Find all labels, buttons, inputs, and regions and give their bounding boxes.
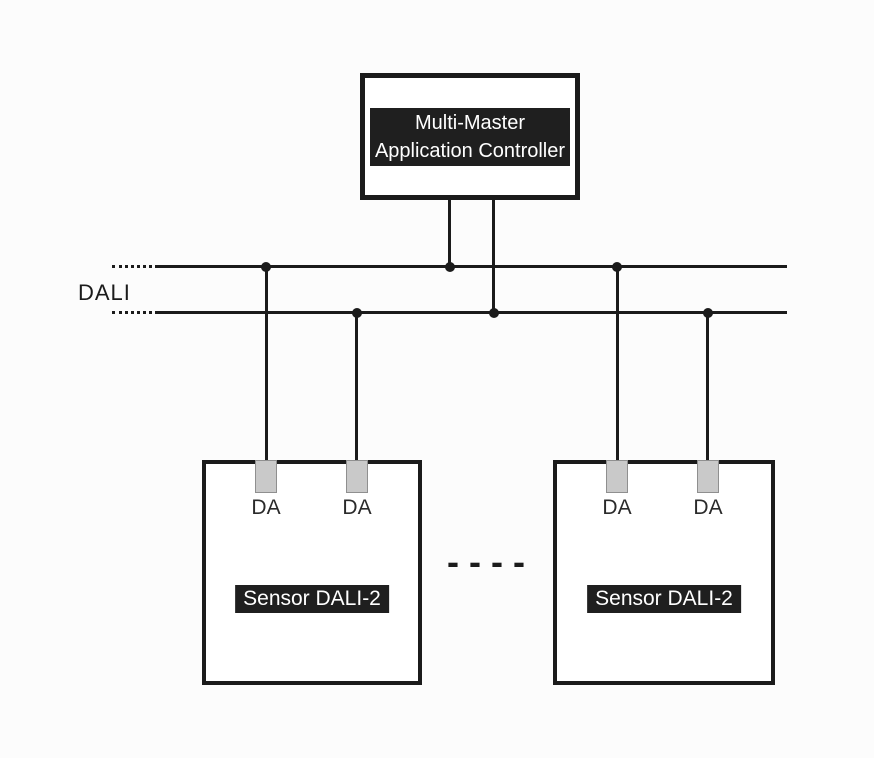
drop-wire-sensor2-terminal2	[706, 312, 709, 463]
bus-top-wire	[157, 265, 787, 268]
controller-box: Multi-Master Application Controller	[360, 73, 580, 200]
sensor1-terminal2: DA	[342, 460, 372, 519]
sensor2-label: Sensor DALI-2	[587, 585, 741, 613]
sensor1-terminal2-pad	[346, 460, 368, 493]
continuation-dashes: - - - -	[447, 541, 525, 582]
sensor2-terminal1-pad	[606, 460, 628, 493]
sensor1-terminal2-label: DA	[342, 496, 372, 519]
controller-wire-to-bottom-bus	[492, 200, 495, 314]
drop-wire-sensor1-terminal2	[355, 312, 358, 463]
bus-bottom-wire-dotted-continuation	[112, 311, 158, 314]
sensor2-terminal2: DA	[693, 460, 723, 519]
drop-wire-sensor1-terminal1	[264, 266, 268, 463]
sensor2-terminal1: DA	[602, 460, 632, 519]
sensor2-terminal1-label: DA	[602, 496, 632, 519]
junction-dot-controller-bottom	[488, 307, 499, 318]
controller-wire-to-top-bus	[448, 200, 451, 268]
sensor2-terminal2-pad	[697, 460, 719, 493]
controller-label: Multi-Master Application Controller	[369, 107, 571, 166]
bus-top-wire-dotted-continuation	[112, 265, 158, 268]
drop-wire-sensor2-terminal1	[615, 266, 619, 463]
sensor1-label: Sensor DALI-2	[235, 585, 389, 613]
junction-dot-controller-top	[444, 261, 455, 272]
sensor2-terminal2-label: DA	[693, 496, 723, 519]
bus-bottom-wire	[157, 311, 787, 314]
dali-bus-label: DALI	[78, 280, 131, 305]
sensor1-box: DA DA Sensor DALI-2	[202, 460, 422, 685]
sensor1-terminal1-label: DA	[251, 496, 281, 519]
sensor2-box: DA DA Sensor DALI-2	[553, 460, 775, 685]
sensor1-terminal1-pad	[255, 460, 277, 493]
controller-label-line1: Multi-Master	[414, 111, 525, 134]
sensor1-terminal1: DA	[251, 460, 281, 519]
controller-label-line2: Application Controller	[374, 139, 566, 162]
